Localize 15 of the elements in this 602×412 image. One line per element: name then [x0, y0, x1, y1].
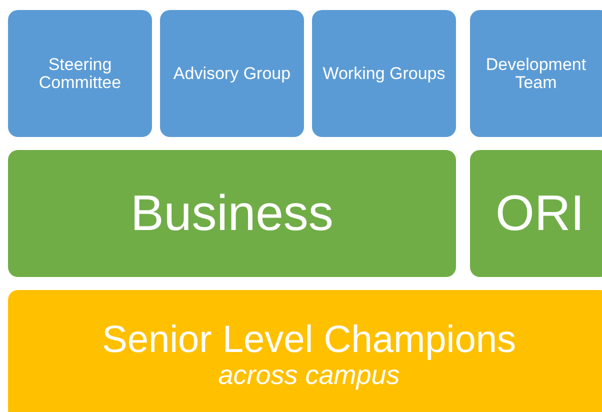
layer-box — [470, 150, 602, 277]
box-label: Steering Committee — [38, 56, 122, 92]
group-box — [470, 10, 602, 137]
box-label: Working Groups — [322, 64, 446, 82]
box-label: Advisory Group — [173, 64, 291, 82]
foundation-bar — [8, 290, 602, 412]
box-label: Development Team — [484, 56, 588, 92]
box-label: Senior Level Champions — [102, 320, 516, 361]
group-box — [160, 10, 304, 137]
box-label: ORI — [496, 187, 584, 240]
box-subtitle: across campus — [218, 360, 400, 390]
group-box — [8, 10, 152, 137]
layer-box — [8, 150, 456, 277]
group-box — [312, 10, 456, 137]
box-label: Business — [130, 187, 334, 240]
